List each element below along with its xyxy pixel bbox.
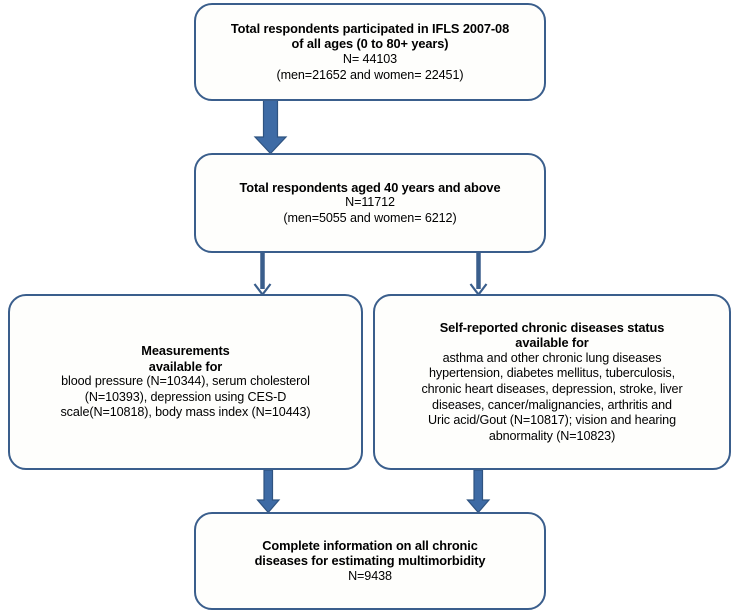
arrow-measurements-to-complete: [256, 469, 281, 514]
node-total-respondents-body-line1: N= 44103: [342, 51, 398, 66]
node-total-respondents-body-line2: (men=21652 and women= 22451): [276, 67, 464, 82]
node-complete-info-heading-line2: diseases for estimating multimorbidity: [254, 553, 486, 569]
node-complete-info-heading-line1: Complete information on all chronic: [262, 537, 478, 553]
node-chronic-diseases-body-line4: diseases, cancer/malignancies, arthritis…: [432, 397, 672, 412]
node-aged-40-above-body-line1: N=11712: [345, 195, 395, 210]
node-chronic-diseases-body-line2: hypertension, diabetes mellitus, tubercu…: [428, 366, 675, 381]
node-chronic-diseases-heading-line1: Self-reported chronic diseases status: [439, 319, 665, 335]
node-chronic-diseases-body-line1: asthma and other chronic lung diseases: [442, 350, 662, 365]
node-measurements-body-line2: (N=10393), depression using CES-D: [84, 389, 287, 404]
node-chronic-diseases-body-line5: Uric acid/Gout (N=10817); vision and hea…: [428, 413, 676, 428]
node-total-respondents: Total respondents participated in IFLS 2…: [194, 3, 546, 101]
node-measurements-body-line1: blood pressure (N=10344), serum choleste…: [61, 374, 310, 389]
node-chronic-diseases: Self-reported chronic diseases status av…: [373, 294, 731, 470]
node-aged-40-above: Total respondents aged 40 years and abov…: [194, 153, 546, 253]
node-chronic-diseases-body-line6: abnormality (N=10823): [488, 428, 616, 443]
node-measurements-heading-line2: available for: [148, 358, 223, 374]
arrow-chronic-to-complete: [466, 469, 491, 514]
node-complete-info: Complete information on all chronic dise…: [194, 512, 546, 610]
node-chronic-diseases-heading-line2: available for: [515, 335, 589, 351]
node-chronic-diseases-body-line3: chronic heart diseases, depression, stro…: [421, 381, 683, 396]
node-aged-40-above-body-line2: (men=5055 and women= 6212): [283, 210, 457, 225]
node-measurements-body-line3: scale(N=10818), body mass index (N=10443…: [60, 405, 311, 420]
node-total-respondents-heading-line1: Total respondents participated in IFLS 2…: [230, 20, 510, 36]
arrow-aged40-to-chronic: [469, 253, 488, 297]
node-measurements-heading-line1: Measurements: [141, 343, 230, 359]
node-measurements: Measurements available for blood pressur…: [8, 294, 363, 470]
node-complete-info-body-line1: N=9438: [348, 568, 392, 583]
arrow-total-to-aged40: [253, 99, 288, 155]
node-aged-40-above-heading-line1: Total respondents aged 40 years and abov…: [239, 179, 501, 195]
node-total-respondents-heading-line2: of all ages (0 to 80+ years): [291, 36, 449, 52]
arrow-aged40-to-measurements: [253, 253, 272, 297]
